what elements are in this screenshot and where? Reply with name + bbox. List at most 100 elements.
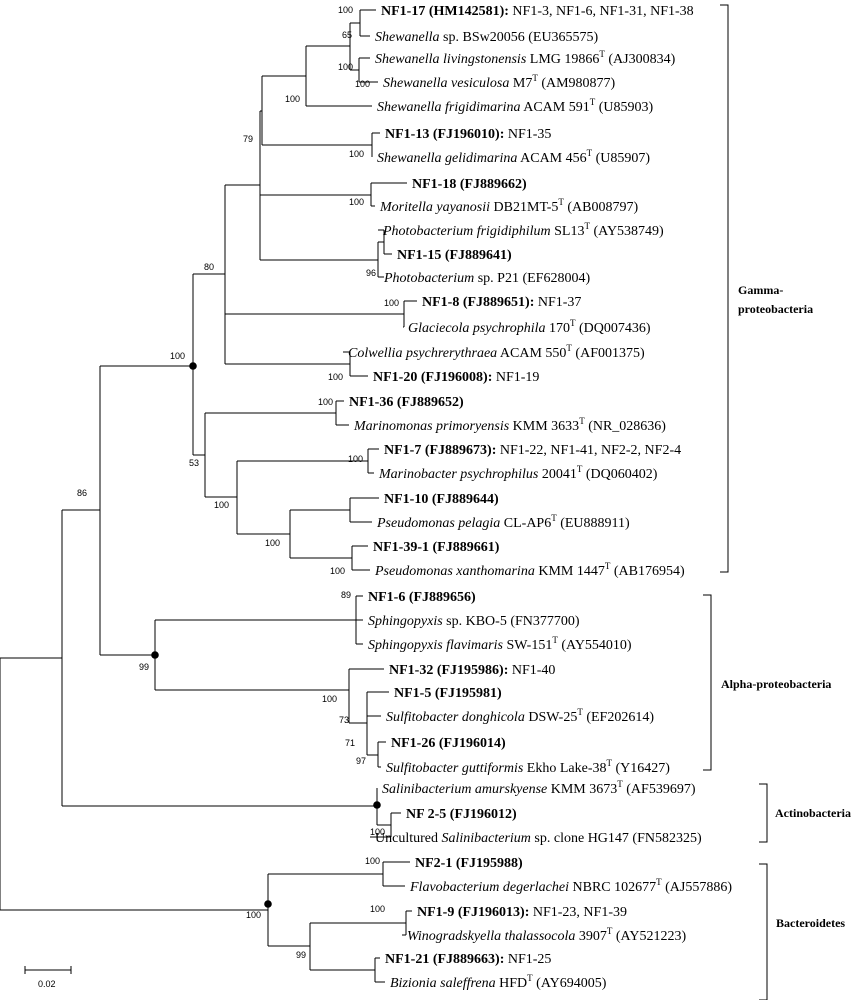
taxon-text: NF1-22, NF1-41, NF2-2, NF2-4 [496,443,681,458]
taxon-text: Marinomonas primoryensis [353,419,510,434]
type-strain-superscript: T [606,758,612,768]
taxon-text: Shewanella vesiculosa [383,76,509,91]
taxon-text: NF1-18 (FJ889662) [412,177,527,192]
type-strain-superscript: T [605,561,611,571]
tree-node-markers [151,362,381,908]
taxon-text: (AB008797) [564,200,639,215]
type-strain-superscript: T [566,343,572,353]
taxon-label-t40: NF1-21 (FJ889663): NF1-25 [385,952,551,967]
taxon-text: NF1-21 (FJ889663): [385,952,504,967]
taxon-text: Pseudomonas xanthomarina [374,564,535,579]
taxon-text: NF1-39-1 (FJ889661) [373,540,500,555]
node-marker-3 [373,801,381,809]
bootstrap-b86: 86 [77,488,87,498]
branch-31 [367,691,378,756]
alpha-group-label: Alpha-proteobacteria [721,677,831,691]
taxon-label-t30: Sulfitobacter donghicola DSW-25T (EF2026… [386,707,654,725]
taxon-text: SW-151 [503,638,552,653]
taxon-text: NF1-36 (FJ889652) [349,395,464,410]
taxon-text: KMM 3633 [509,419,579,434]
taxon-text: (NR_028636) [585,419,667,434]
tree-branches [0,9,417,983]
bootstrap-b65: 65 [342,30,352,40]
taxon-label-t8: NF1-18 (FJ889662) [412,177,527,192]
bootstrap-b89: 89 [341,590,351,600]
taxon-text: KMM 3673 [547,782,617,797]
taxon-label-t7: Shewanella gelidimarina ACAM 456T (U8590… [377,148,650,166]
taxon-text: Photobacterium [383,271,474,286]
taxon-text: Salinibacterium [441,831,530,846]
branch-26 [192,273,225,456]
taxon-label-t13: NF1-8 (FJ889651): NF1-37 [422,295,581,310]
bootstrap-b100_nf136: 100 [318,397,333,407]
taxon-text: NF1-6 (FJ889656) [368,590,476,605]
taxon-label-t34: NF 2-5 (FJ196012) [406,807,517,822]
type-strain-superscript: T [570,318,576,328]
taxon-text: Sulfitobacter guttiformis [386,761,524,776]
taxon-text: (EU888911) [557,516,630,531]
taxon-label-t5: Shewanella frigidimarina ACAM 591T (U859… [377,97,654,115]
taxon-label-t15: Colwellia psychrerythraea ACAM 550T (AF0… [348,343,645,361]
branch-30 [377,741,386,768]
taxon-text: NF1-17 (HM142581): [381,4,509,19]
taxon-text: HFD [496,976,528,991]
taxon-text: Winogradskyella thalassocola [407,929,575,944]
type-strain-superscript: T [527,973,533,983]
bootstrap-b100_frig: 100 [285,94,300,104]
scale-bar-line [24,966,72,974]
taxon-text: M7 [509,76,532,91]
branch-44 [0,657,268,911]
taxon-text: (U85907) [592,151,650,166]
taxon-label-t37: Flavobacterium degerlachei NBRC 102677T … [409,877,732,895]
bootstrap-b100_ves: 100 [355,79,370,89]
taxon-text: NF1-25 [504,952,551,967]
gamma-group-label-line1: Gamma- [738,283,783,297]
taxon-text: Marinobacter psychrophilus [378,467,539,482]
bootstrap-b100_nf1391: 100 [330,566,345,576]
taxon-label-t14: Glaciecola psychrophila 170T (DQ007436) [408,318,651,336]
bootstrap-b100_nf17: 100 [348,454,363,464]
taxon-label-t28: NF1-32 (FJ195986): NF1-40 [389,663,555,678]
taxon-label-t1: NF1-17 (HM142581): NF1-3, NF1-6, NF1-31,… [381,4,694,19]
taxon-label-t20: Marinobacter psychrophilus 20041T (DQ060… [378,464,658,482]
bootstrap-values: 1006510010010079100100968010010010053100… [77,5,399,960]
taxon-label-t17: NF1-36 (FJ889652) [349,395,464,410]
branch-32 [366,692,372,755]
taxon-text: NF1-15 (FJ889641) [397,248,512,263]
taxon-text: Flavobacterium degerlachei [409,880,569,895]
taxon-label-t24: Pseudomonas xanthomarina KMM 1447T (AB17… [374,561,685,579]
taxon-text: NF1-8 (FJ889651): [422,295,534,310]
taxon-text: ACAM 550 [497,346,566,361]
branch-35 [99,365,193,656]
actinobacteria-group-label: Actinobacteria [775,806,851,820]
bootstrap-b79: 79 [243,134,253,144]
branch-1 [359,9,376,37]
taxon-text: Ekho Lake-38 [523,761,606,776]
taxon-label-t3: Shewanella livingstonensis LMG 19866T (A… [375,49,676,67]
taxon-label-t22: Pseudomonas pelagia CL-AP6T (EU888911) [376,513,630,531]
group-brackets [703,4,768,1000]
taxon-label-t31: NF1-26 (FJ196014) [391,736,506,751]
gamma-group-label-line2: proteobacteria [738,302,813,316]
branch-22 [351,545,370,571]
taxon-text: LMG 19866 [526,52,599,67]
taxon-text: (AY694005) [533,976,607,991]
branch-17 [224,185,350,365]
type-strain-superscript: T [599,49,605,59]
bootstrap-b100_mp: 100 [214,500,229,510]
taxon-label-t19: NF1-7 (FJ889673): NF1-22, NF1-41, NF2-2,… [384,443,681,458]
bacteroidetes-bracket [759,863,768,1000]
branch-27 [355,595,363,645]
taxon-label-t21: NF1-10 (FJ889644) [384,492,499,507]
bootstrap-b100_pseu: 100 [265,538,280,548]
taxon-text: NF 2-5 (FJ196012) [406,807,517,822]
branch-41 [374,957,385,983]
node-marker-4 [264,900,272,908]
taxon-text: Uncultured [375,831,441,846]
branch-20 [367,448,379,474]
bacteroidetes-group-label: Bacteroidetes [776,916,845,930]
type-strain-superscript: T [617,779,623,789]
bootstrap-b99_bact: 99 [296,950,306,960]
taxon-text: Bizionia saleffrena [390,976,496,991]
